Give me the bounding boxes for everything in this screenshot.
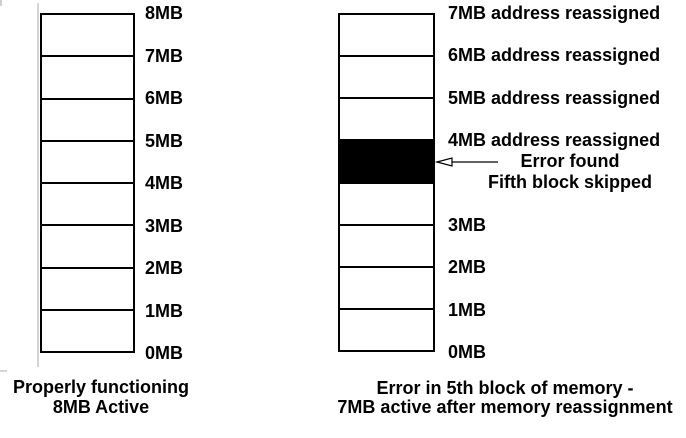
scan-artifact-corner — [0, 0, 2, 6]
faulty-memory-stack — [338, 13, 435, 352]
memory-block — [42, 57, 133, 100]
memory-block — [340, 57, 433, 100]
healthy-stack-caption: Properly functioning 8MB Active — [0, 377, 202, 417]
caption-line: Error in 5th block of memory - — [376, 378, 634, 398]
scale-label-5mb: 5MB — [145, 130, 184, 151]
memory-block — [42, 268, 133, 311]
scale-label-6mb: 6MB — [145, 88, 184, 108]
scale-label-3mb: 3MB — [448, 214, 487, 235]
scan-artifact-tick — [0, 370, 7, 372]
memory-block — [340, 225, 433, 268]
scale-label-1mb: 1MB — [448, 299, 487, 320]
memory-block — [42, 15, 133, 58]
scale-label-2mb: 2MB — [448, 257, 487, 278]
annotation-line: Error found — [520, 151, 620, 171]
memory-block — [42, 310, 133, 351]
memory-block — [340, 99, 433, 142]
memory-block — [340, 309, 433, 350]
memory-block — [42, 99, 133, 142]
memory-block-error — [340, 141, 433, 184]
memory-block — [340, 15, 433, 58]
memory-block — [340, 183, 433, 226]
scale-label-8mb: 8MB — [145, 3, 184, 23]
memory-block — [42, 141, 133, 184]
caption-line: 8MB Active — [52, 397, 150, 417]
scale-label-2mb: 2MB — [145, 258, 184, 278]
caption-line: Properly functioning — [12, 377, 189, 397]
faulty-stack-caption: Error in 5th block of memory - 7MB activ… — [325, 379, 685, 417]
memory-block — [42, 226, 133, 269]
error-annotation: Error found Fifth block skipped — [450, 151, 686, 193]
scale-label-0mb: 0MB — [145, 343, 184, 363]
scale-label-1mb: 1MB — [145, 300, 184, 321]
scan-artifact-vertical-line — [37, 3, 39, 367]
scale-label-3mb: 3MB — [145, 215, 184, 236]
left-arrow-icon — [435, 157, 498, 167]
scale-label-7mb: 7MB — [145, 45, 184, 66]
scale-label-4mb: 4MB — [145, 173, 184, 193]
scale-label-5mb-reassigned: 5MB address reassigned — [448, 87, 661, 108]
scale-label-6mb-reassigned: 6MB address reassigned — [448, 45, 661, 66]
healthy-memory-stack — [40, 13, 135, 353]
scale-label-7mb-reassigned: 7MB address reassigned — [448, 3, 661, 23]
memory-block — [42, 184, 133, 227]
memory-block — [340, 267, 433, 310]
caption-line: 7MB active after memory reassignment — [337, 397, 673, 417]
scale-label-0mb: 0MB — [448, 342, 487, 362]
scale-label-4mb-reassigned: 4MB address reassigned — [448, 130, 661, 151]
annotation-line: Fifth block skipped — [487, 172, 652, 192]
